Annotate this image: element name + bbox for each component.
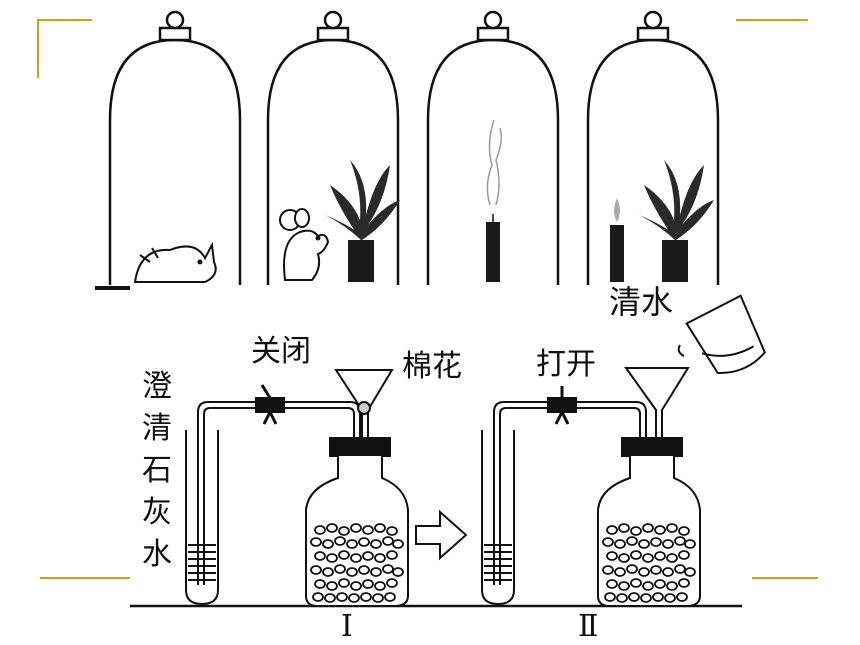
apparatus-2-label: Ⅱ: [578, 609, 599, 644]
stopcock-icon: [255, 384, 285, 425]
smoke: [486, 119, 495, 206]
pot: [348, 240, 374, 282]
flame: [614, 198, 620, 222]
dead-mouse-icon: [133, 241, 217, 283]
apparatus-1: [185, 369, 409, 607]
closed-label: 关闭: [251, 334, 311, 369]
flask-icon: [597, 456, 701, 607]
test-tube-icon: [481, 430, 515, 606]
test-tube-icon: [185, 430, 219, 606]
flask-icon: [305, 456, 409, 607]
candle-icon: [486, 119, 503, 282]
mouse-icon: [279, 208, 330, 281]
limewater-char: 澄: [142, 369, 172, 404]
candle-icon: [610, 198, 624, 282]
beaker-icon: [677, 294, 766, 374]
limewater-char: 石: [142, 453, 172, 488]
plant-icon: [639, 160, 714, 282]
stopcock-icon: [547, 386, 577, 425]
plant-icon: [325, 160, 400, 282]
seeds: [310, 523, 404, 603]
limewater-label: 澄 清 石 灰 水: [140, 372, 174, 582]
arrow-right-icon: [415, 509, 468, 561]
limewater-char: 水: [142, 537, 172, 572]
bell-jar-row: [95, 10, 720, 290]
cotton: [357, 401, 371, 415]
bell-jar-icon: [426, 10, 560, 285]
pot: [662, 240, 688, 282]
water-label: 清水: [609, 283, 674, 321]
limewater-char: 清: [142, 411, 172, 446]
corner-bracket-left: [37, 19, 92, 78]
bell-jar-icon: [266, 10, 400, 285]
bell-jar-icon: [586, 10, 720, 285]
cotton-label: 棉花: [402, 349, 462, 384]
bell-jar-icon: [108, 10, 242, 285]
slide-decoration: [37, 19, 818, 579]
open-label: 打开: [536, 347, 596, 382]
limewater-char: 灰: [142, 495, 172, 530]
apparatus-2: [481, 367, 701, 607]
apparatus-1-label: Ⅰ: [341, 609, 353, 644]
seeds: [602, 523, 696, 603]
